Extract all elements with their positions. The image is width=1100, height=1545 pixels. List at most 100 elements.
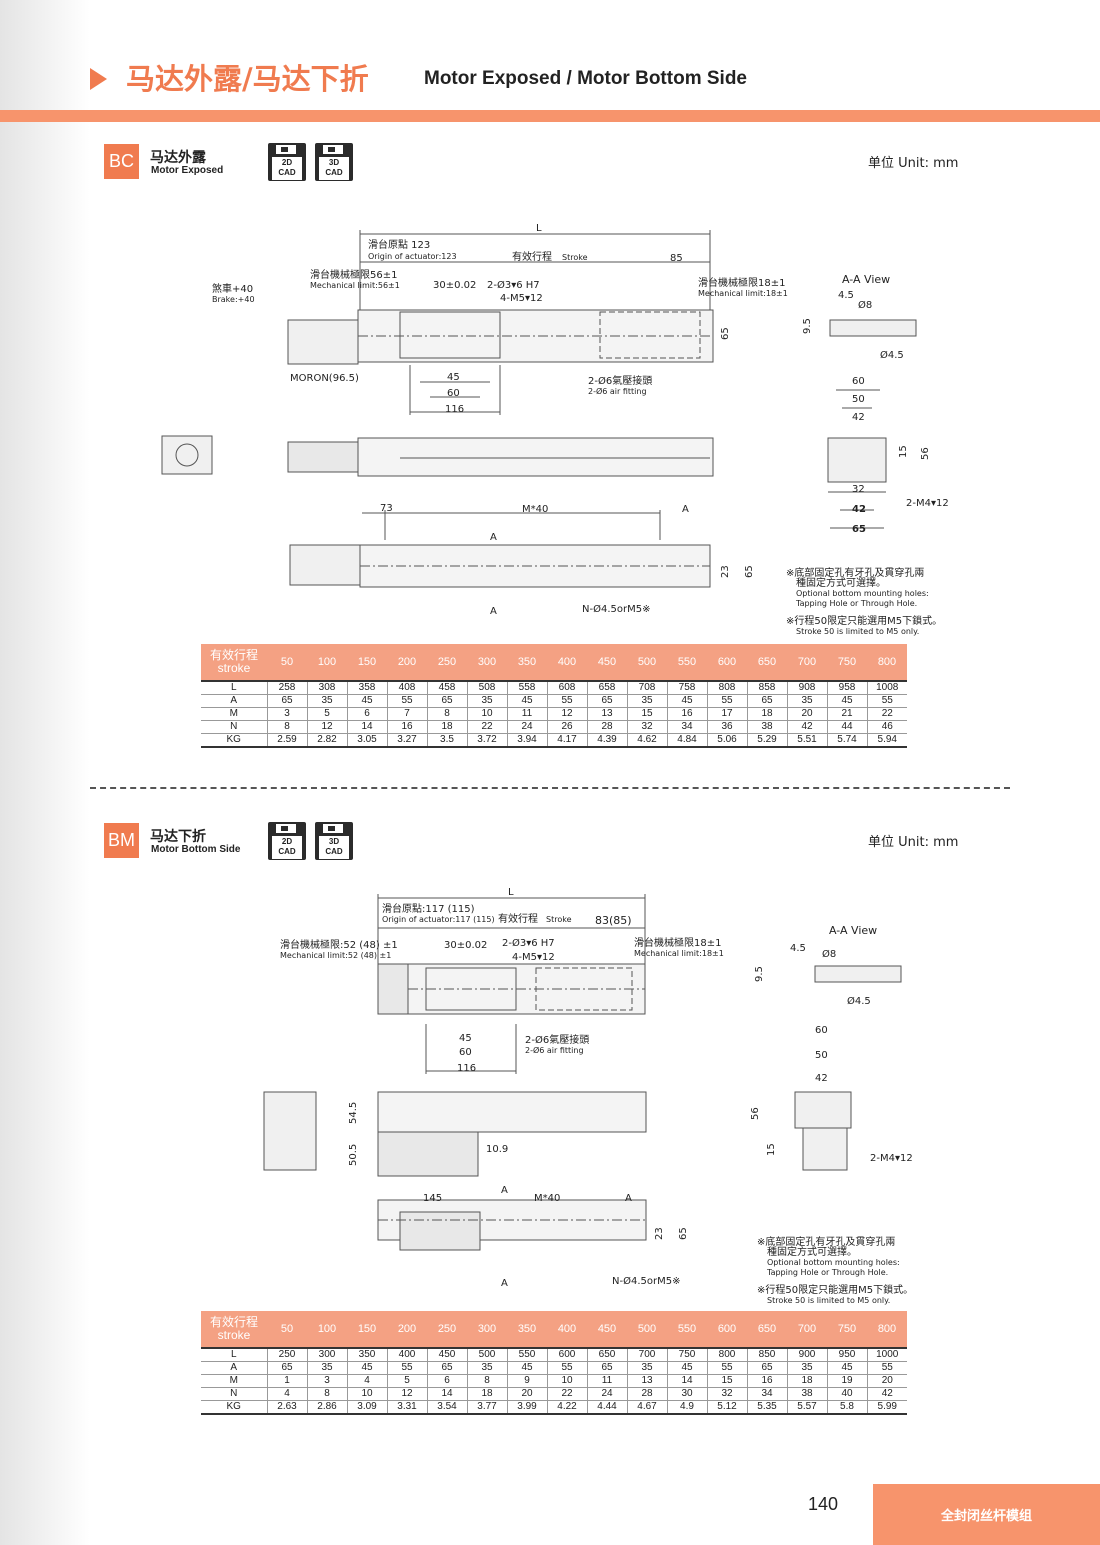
table-cell: 10 <box>467 707 508 721</box>
dim-dia4-5: Ø4.5 <box>880 349 904 361</box>
bm-dim-origin-cn: 滑台原點:117 (115) <box>382 902 475 915</box>
dim-45: 45 <box>447 372 460 383</box>
table-cell: 550 <box>507 1347 548 1362</box>
dim-mech2-en: Mechanical limit:18±1 <box>698 289 788 298</box>
bm-dim-n-hole: N-Ø4.5orM5※ <box>612 1275 680 1287</box>
table-cell: 35 <box>307 694 348 708</box>
table-cell: 34 <box>747 1387 788 1401</box>
table-cell: 65 <box>427 694 468 708</box>
table-cell: 408 <box>387 680 428 695</box>
table-cell: 3.05 <box>347 733 388 748</box>
bm-dim-mech1-en: Mechanical limit:52 (48) ±1 <box>280 951 391 960</box>
bm-notes: ※底部固定孔有牙孔及貫穿孔兩 種固定方式可選擇。 Optional bottom… <box>757 1237 914 1306</box>
page-title-cn: 马达外露/马达下折 <box>126 62 369 96</box>
table-cell: 12 <box>307 720 348 734</box>
table-cell: 18 <box>747 707 788 721</box>
dim-e32: 32 <box>852 484 865 495</box>
dim-hole1: 2-Ø3▾6 H7 <box>487 279 540 291</box>
bm-dim-L: L <box>508 887 514 898</box>
table-cell: 3.77 <box>467 1400 508 1415</box>
table-cell: 42 <box>867 1387 907 1401</box>
table-cell: 900 <box>787 1347 828 1362</box>
table-cell: 18 <box>787 1374 828 1388</box>
page-side-gradient <box>0 0 90 1545</box>
table-cell: 350 <box>347 1347 388 1362</box>
table-cell: 6 <box>427 1374 468 1388</box>
table-cell: 5 <box>387 1374 428 1388</box>
table-cell: 40 <box>827 1387 868 1401</box>
row-label: N <box>201 1387 268 1401</box>
table-cell: 28 <box>627 1387 668 1401</box>
table-cell: 5.94 <box>867 733 907 748</box>
dim-e50: 50 <box>852 394 865 405</box>
table-cell: 34 <box>667 720 708 734</box>
table-cell: 858 <box>747 680 788 695</box>
table-cell: 12 <box>547 707 588 721</box>
table-cell: 55 <box>547 694 588 708</box>
table-cell: 45 <box>827 1361 868 1375</box>
table-cell: 15 <box>627 707 668 721</box>
unit-label: 单位 Unit: mm <box>868 156 959 171</box>
table-cell: 15 <box>707 1374 748 1388</box>
table-cell: 26 <box>547 720 588 734</box>
dim-brake-en: Brake:+40 <box>212 295 255 304</box>
table-cell: 758 <box>667 680 708 695</box>
table-cell: 700 <box>627 1347 668 1362</box>
dim-116: 116 <box>445 404 464 415</box>
table-cell: 5 <box>307 707 348 721</box>
table-cell: 14 <box>347 720 388 734</box>
row-label: M <box>201 707 268 721</box>
dim-dia8: Ø8 <box>858 299 872 311</box>
table-cell: 3.31 <box>387 1400 428 1415</box>
section-badge-bm: BM <box>104 823 139 858</box>
table-cell: 908 <box>787 680 828 695</box>
table-cell: 5.99 <box>867 1400 907 1415</box>
table-cell: 3.94 <box>507 733 548 748</box>
bm-dim-mech2-en: Mechanical limit:18±1 <box>634 949 724 958</box>
table-cell: 7 <box>387 707 428 721</box>
dim-e65: 65 <box>852 524 866 535</box>
table-cell: 250 <box>267 1347 308 1362</box>
table-cell: 450 <box>427 1347 468 1362</box>
dim-e56: 56 <box>920 447 931 460</box>
bm-dim-hole1: 2-Ø3▾6 H7 <box>502 937 555 949</box>
section-divider <box>90 787 1010 789</box>
bm-section-mark-a1: A <box>501 1185 508 1196</box>
bm-dim-65: 65 <box>678 1227 689 1240</box>
table-cell: 3.09 <box>347 1400 388 1415</box>
table-cell: 5.74 <box>827 733 868 748</box>
bc-technical-drawing: L 滑台原點 123 Origin of actuator:123 有效行程 S… <box>161 223 949 617</box>
table-cell: 22 <box>467 720 508 734</box>
dim-moron: MORON(96.5) <box>290 373 359 384</box>
table-cell: 958 <box>827 680 868 695</box>
table-cell: 65 <box>747 694 788 708</box>
table-cell: 4.84 <box>667 733 708 748</box>
table-cell: 32 <box>627 720 668 734</box>
table-cell: 2.86 <box>307 1400 348 1415</box>
table-cell: 308 <box>307 680 348 695</box>
table-cell: 358 <box>347 680 388 695</box>
bm-dim-9-5: 9.5 <box>754 966 765 982</box>
table-cell: 65 <box>747 1361 788 1375</box>
table-cell: 8 <box>267 720 308 734</box>
table-cell: 10 <box>347 1387 388 1401</box>
aa-view-title: A-A View <box>842 273 890 286</box>
table-cell: 65 <box>267 1361 308 1375</box>
bm-dim-10-9: 10.9 <box>486 1144 508 1155</box>
bm-dim-e56: 56 <box>750 1107 761 1120</box>
table-cell: 28 <box>587 720 628 734</box>
table-cell: 8 <box>307 1387 348 1401</box>
bm-dim-83: 83(85) <box>595 914 632 927</box>
bm-dim-e50: 50 <box>815 1050 828 1061</box>
table-cell: 55 <box>707 1361 748 1375</box>
